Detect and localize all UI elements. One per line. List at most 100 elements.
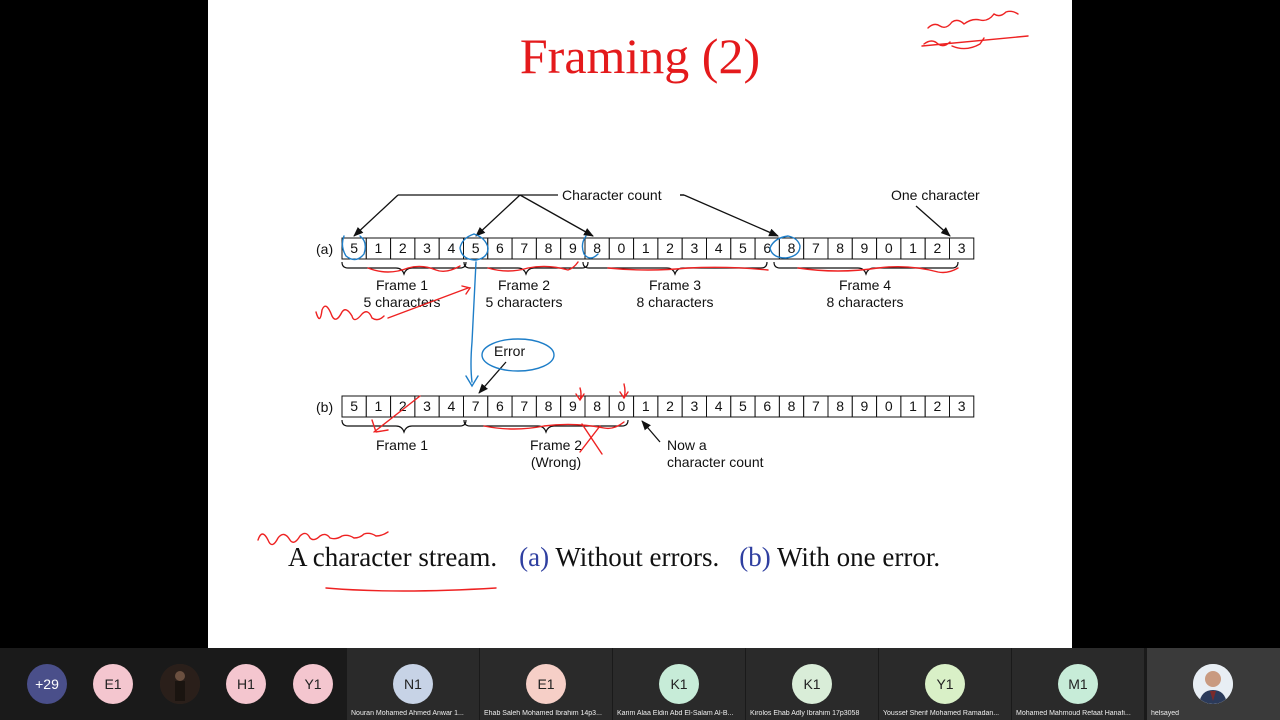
character-cell (949, 237, 975, 260)
character-value: 9 (861, 398, 869, 414)
character-value: 4 (447, 398, 455, 414)
person-photo-icon (1193, 664, 1233, 704)
character-value: 7 (520, 398, 528, 414)
character-value: 3 (958, 398, 966, 414)
caption-a-marker: (a) (519, 542, 550, 572)
character-value: 1 (642, 398, 650, 414)
self-tile[interactable]: helsayed (1147, 648, 1280, 720)
character-value: 2 (933, 398, 941, 414)
frame1-a-label: Frame 1 (376, 277, 428, 293)
one-character-label: One character (891, 187, 980, 203)
row-a-label: (a) (316, 241, 333, 257)
character-value: 1 (909, 398, 917, 414)
participant-avatar[interactable]: H1 (226, 664, 266, 704)
row-b-label: (b) (316, 399, 333, 415)
participant-tile[interactable]: E1 Ehab Saleh Mohamed Ibrahim 14p3... (480, 648, 612, 720)
character-value: 0 (618, 240, 626, 256)
caption-part1: A character stream. (288, 542, 498, 572)
caption-a-text: Without errors. (549, 542, 720, 572)
participant-name: Karim Alaa Eldin Abd El-Salam Al-B... (617, 710, 734, 717)
character-value: 7 (812, 240, 820, 256)
frame2-b-label: Frame 2 (530, 437, 582, 453)
character-value: 9 (569, 240, 577, 256)
character-value: 3 (958, 240, 966, 256)
frame3-a-label: Frame 3 (649, 277, 701, 293)
error-label: Error (494, 343, 525, 359)
character-value: 5 (739, 240, 747, 256)
character-value: 6 (496, 240, 504, 256)
character-value: 5 (350, 240, 358, 256)
participant-name: Mohamed Mahmoud Refaat Hanafi... (1016, 710, 1131, 717)
participant-name: Nouran Mohamed Ahmed Anwar 1... (351, 710, 464, 717)
character-value: 5 (472, 240, 480, 256)
participant-avatar: M1 (1058, 664, 1098, 704)
participant-photo[interactable] (160, 664, 200, 704)
character-value: 8 (788, 240, 796, 256)
now-a-label: Now a (667, 437, 707, 453)
slide-caption: A character stream. (a) Without errors. (b… (288, 542, 940, 573)
character-value: 2 (666, 240, 674, 256)
character-value: 5 (350, 398, 358, 414)
character-value: 4 (715, 240, 723, 256)
participant-tile[interactable]: N1 Nouran Mohamed Ahmed Anwar 1... (347, 648, 479, 720)
participant-name: Ehab Saleh Mohamed Ibrahim 14p3... (484, 710, 602, 717)
character-value: 7 (472, 398, 480, 414)
participant-avatar: N1 (393, 664, 433, 704)
more-participants-button[interactable]: +29 (27, 664, 67, 704)
character-value: 1 (375, 398, 383, 414)
participants-bar: +29 E1 H1 Y1 N1 Nouran Mohamed Ahmed Anw… (0, 648, 1280, 720)
participant-avatar: K1 (659, 664, 699, 704)
red-annotations (257, 10, 1029, 592)
character-value: 2 (666, 398, 674, 414)
participant-name: Kirolos Ehab Adly Ibrahim 17p3058 (750, 710, 860, 717)
participant-avatar[interactable]: E1 (93, 664, 133, 704)
character-value: 4 (447, 240, 455, 256)
frame4-a-label: Frame 4 (839, 277, 891, 293)
character-value: 2 (399, 398, 407, 414)
character-value: 1 (642, 240, 650, 256)
character-value: 8 (836, 398, 844, 414)
blue-annotations (341, 233, 801, 388)
participant-tile[interactable]: K1 Kirolos Ehab Adly Ibrahim 17p3058 (746, 648, 878, 720)
character-value: 8 (788, 398, 796, 414)
character-value: 1 (909, 240, 917, 256)
character-value: 6 (496, 398, 504, 414)
character-value: 2 (933, 240, 941, 256)
caption-b-marker: (b) (739, 542, 771, 572)
self-photo (1193, 664, 1233, 704)
now-a-sub: character count (667, 454, 764, 470)
frame2-a-label: Frame 2 (498, 277, 550, 293)
character-value: 8 (545, 398, 553, 414)
character-value: 2 (399, 240, 407, 256)
character-value: 9 (569, 398, 577, 414)
character-cell (949, 395, 975, 418)
participant-avatar[interactable]: Y1 (293, 664, 333, 704)
character-value: 1 (375, 240, 383, 256)
participant-avatar: K1 (792, 664, 832, 704)
participant-avatar: Y1 (925, 664, 965, 704)
character-value: 6 (763, 398, 771, 414)
character-value: 8 (545, 240, 553, 256)
participant-name: Youssef Sherif Mohamed Ramadan... (883, 710, 1000, 717)
character-value: 0 (885, 240, 893, 256)
frame3-a-sub: 8 characters (636, 294, 713, 310)
frame4-a-sub: 8 characters (826, 294, 903, 310)
character-value: 5 (739, 398, 747, 414)
character-value: 0 (618, 398, 626, 414)
frame1-b-label: Frame 1 (376, 437, 428, 453)
character-value: 6 (763, 240, 771, 256)
character-value: 7 (812, 398, 820, 414)
frame2-a-sub: 5 characters (485, 294, 562, 310)
participant-avatar: E1 (526, 664, 566, 704)
slide-title: Framing (2) (519, 28, 761, 84)
character-value: 9 (861, 240, 869, 256)
character-count-label: Character count (562, 187, 662, 203)
participant-tile[interactable]: K1 Karim Alaa Eldin Abd El-Salam Al-B... (613, 648, 745, 720)
character-value: 4 (715, 398, 723, 414)
participant-tile[interactable]: M1 Mohamed Mahmoud Refaat Hanafi... (1012, 648, 1144, 720)
participant-tile[interactable]: Y1 Youssef Sherif Mohamed Ramadan... (879, 648, 1011, 720)
